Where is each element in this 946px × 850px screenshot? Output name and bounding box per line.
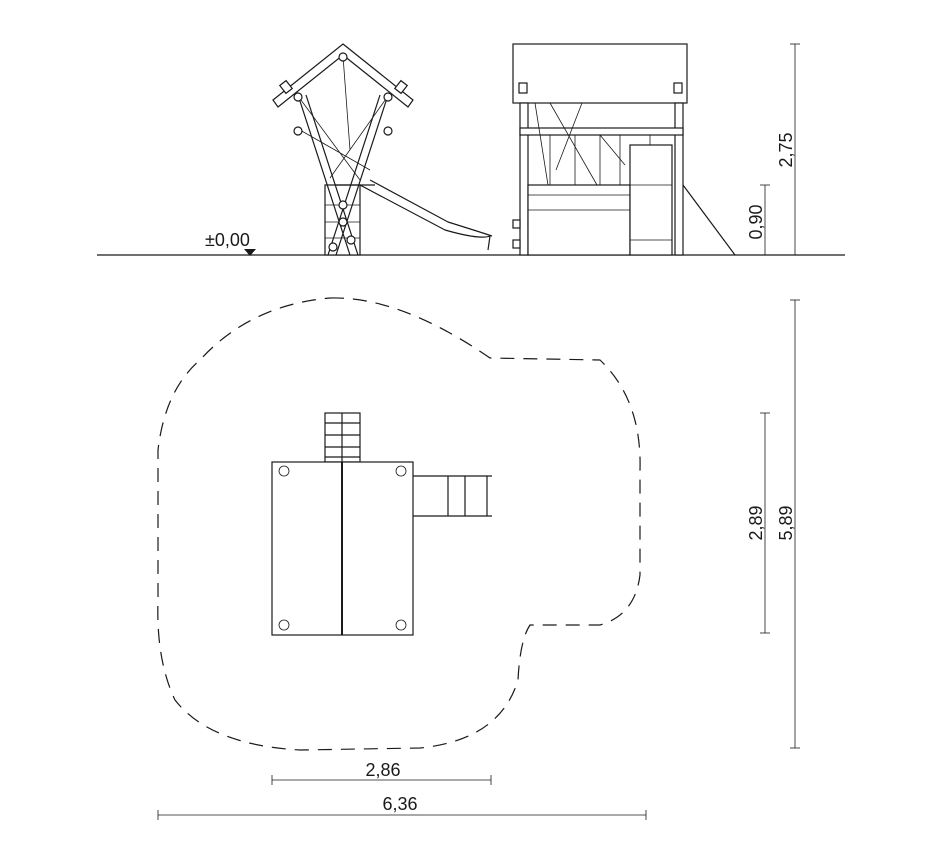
slide-plan — [413, 475, 492, 517]
roof-box — [512, 43, 688, 104]
equipment-width-label: 2,86 — [365, 760, 400, 780]
platform — [527, 184, 631, 256]
ground-level-label: ±0,00 — [205, 230, 250, 250]
front-elevation — [512, 43, 736, 256]
ladder — [629, 144, 673, 256]
platform-height-label: 0,90 — [746, 204, 766, 239]
safety-zone-width-label: 6,36 — [382, 794, 417, 814]
equipment-depth-label: 2,89 — [746, 505, 766, 540]
level-marker-icon — [244, 249, 256, 256]
safety-zone-depth-label: 5,89 — [776, 505, 796, 540]
total-height-label: 2,75 — [776, 132, 796, 167]
plan-view — [271, 412, 492, 636]
side-elevation — [272, 43, 493, 256]
safety-zone-outline — [157, 297, 641, 751]
slide — [359, 179, 493, 251]
